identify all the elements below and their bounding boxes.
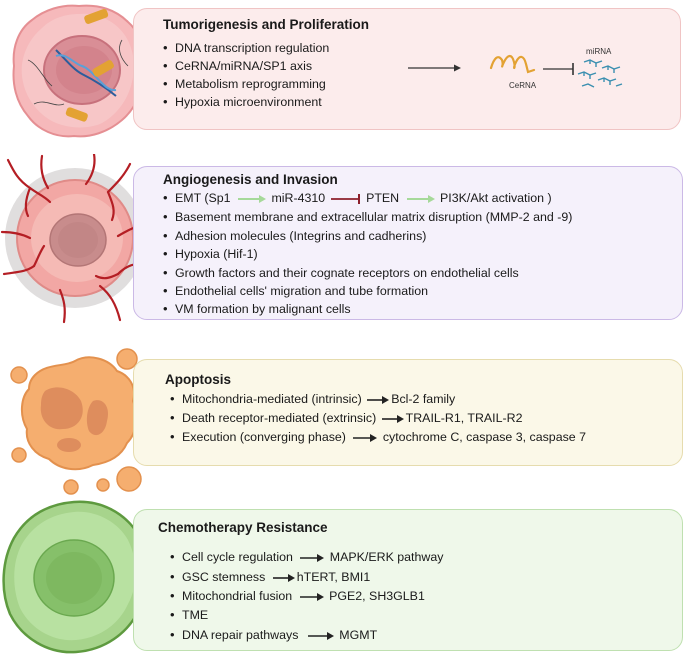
emt-close: PI3K/Akt activation )	[440, 191, 552, 205]
apoptosis-title: Apoptosis	[165, 372, 231, 387]
angiogenesis-item: Basement membrane and extracellular matr…	[163, 209, 572, 225]
arrow-right-icon	[381, 414, 404, 423]
apoptotic-cell-illustration	[10, 348, 155, 495]
arrow-right-icon	[307, 631, 334, 640]
chemoresistance-label: Cell cycle regulation	[182, 550, 293, 564]
chemoresistance-label: Mitochondrial fusion	[182, 589, 293, 603]
chemoresistance-target: MGMT	[339, 628, 378, 642]
angiogenesis-item: Endothelial cells' migration and tube fo…	[163, 283, 428, 299]
arrow-right-icon	[353, 433, 378, 442]
tumor-cell-illustration	[12, 4, 144, 138]
chemoresistance-item: GSC stemness hTERT, BMI1	[170, 569, 371, 585]
arrow-right-icon	[408, 64, 461, 72]
cerna-icon	[489, 54, 536, 74]
chemoresistance-label: DNA repair pathways	[182, 628, 299, 642]
inhibition-icon	[543, 63, 574, 75]
chemoresistance-label: GSC stemness	[182, 570, 266, 584]
angiogenesis-item: VM formation by malignant cells	[163, 301, 351, 317]
cerna-label: CeRNA	[509, 81, 537, 90]
activation-arrow-icon	[238, 194, 266, 203]
tumorigenesis-item: DNA transcription regulation	[163, 40, 329, 56]
angiogenic-tumor-illustration	[0, 154, 150, 324]
emt-pathway-item: EMT (Sp1 miR-4310 PTEN PI3K/Akt activati…	[163, 190, 552, 206]
apoptosis-target: TRAIL-R1, TRAIL-R2	[405, 411, 523, 425]
chemoresistance-target: PGE2, SH3GLB1	[329, 589, 425, 603]
tumorigenesis-item: Hypoxia microenvironment	[163, 94, 322, 110]
mirna-label: miRNA	[586, 47, 612, 56]
angiogenesis-item: Growth factors and their cognate recepto…	[163, 265, 519, 281]
chemoresistance-item: Cell cycle regulation MAPK/ERK pathway	[170, 549, 444, 565]
apoptosis-label: Execution (converging phase)	[182, 430, 346, 444]
apoptosis-item: Mitochondria-mediated (intrinsic) Bcl-2 …	[170, 391, 456, 407]
emt-open: EMT (Sp1	[175, 191, 231, 205]
inhibition-arrow-icon	[330, 193, 360, 204]
chemoresistance-title: Chemotherapy Resistance	[158, 520, 328, 535]
chemoresistance-item: TME	[170, 607, 209, 623]
apoptosis-target: cytochrome C, caspase 3, caspase 7	[382, 430, 587, 444]
tumorigenesis-item: CeRNA/miRNA/SP1 axis	[163, 58, 312, 74]
chemoresistance-target: MAPK/ERK pathway	[329, 550, 444, 564]
apoptosis-target: Bcl-2 family	[391, 392, 456, 406]
chemoresistance-item: DNA repair pathways MGMT	[170, 627, 378, 643]
arrow-right-icon	[272, 573, 295, 582]
angiogenesis-item: Hypoxia (Hif-1)	[163, 246, 258, 262]
angiogenesis-item: Adhesion molecules (Integrins and cadher…	[163, 228, 426, 244]
chemoresistance-label: TME	[182, 608, 209, 622]
emt-pten: PTEN	[366, 191, 400, 205]
mirna-icon	[577, 59, 623, 88]
arrow-right-icon	[367, 395, 390, 404]
arrow-right-icon	[300, 553, 325, 562]
arrow-right-icon	[299, 592, 324, 601]
emt-mir: miR-4310	[271, 191, 326, 205]
apoptosis-item: Death receptor-mediated (extrinsic) TRAI…	[170, 410, 523, 426]
tumorigenesis-item: Metabolism reprogramming	[163, 76, 326, 92]
resistant-cell-illustration	[2, 500, 149, 654]
chemoresistance-item: Mitochondrial fusion PGE2, SH3GLB1	[170, 588, 425, 604]
apoptosis-item: Execution (converging phase) cytochrome …	[170, 429, 587, 445]
apoptosis-label: Mitochondria-mediated (intrinsic)	[182, 392, 362, 406]
activation-arrow-icon	[406, 194, 435, 203]
chemoresistance-target: hTERT, BMI1	[296, 570, 371, 584]
tumorigenesis-title: Tumorigenesis and Proliferation	[163, 17, 370, 32]
apoptosis-label: Death receptor-mediated (extrinsic)	[182, 411, 377, 425]
angiogenesis-title: Angiogenesis and Invasion	[163, 172, 338, 187]
